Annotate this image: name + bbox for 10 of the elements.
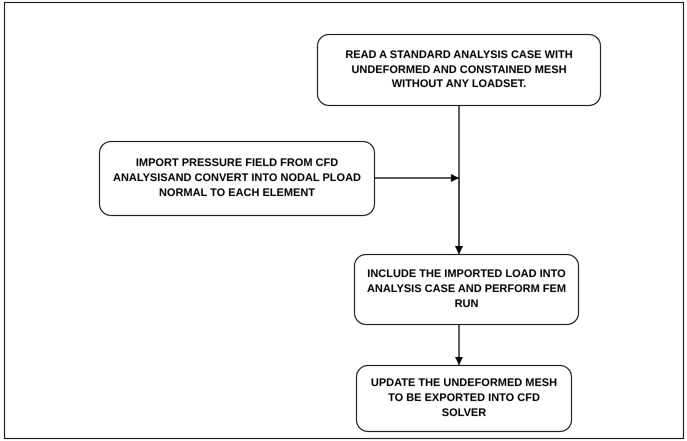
- box-text: IMPORT PRESSURE FIELD FROM CFD ANALYSISAND CONVERT INTO NODAL PLOAD NORMAL TO EACH ELEMENT: [112, 156, 362, 201]
- box-text: READ A STANDARD ANALYSIS CASE WITH UNDEFORMED AND CONSTAINED MESH WITHOUT ANY LOADSET.: [344, 48, 574, 92]
- box-text: UPDATE THE UNDEFORMED MESH TO BE EXPORTED INTO CFD SOLVER: [370, 376, 558, 421]
- process-box: [99, 141, 375, 216]
- arrow: [455, 325, 463, 365]
- process-box: [356, 365, 572, 432]
- box-text: INCLUDE THE IMPORTED LOAD INTO ANALYSIS CASE AND PERFORM FEM RUN: [366, 267, 568, 312]
- arrow: [375, 174, 463, 254]
- process-box: [354, 254, 579, 325]
- process-box: [317, 34, 601, 106]
